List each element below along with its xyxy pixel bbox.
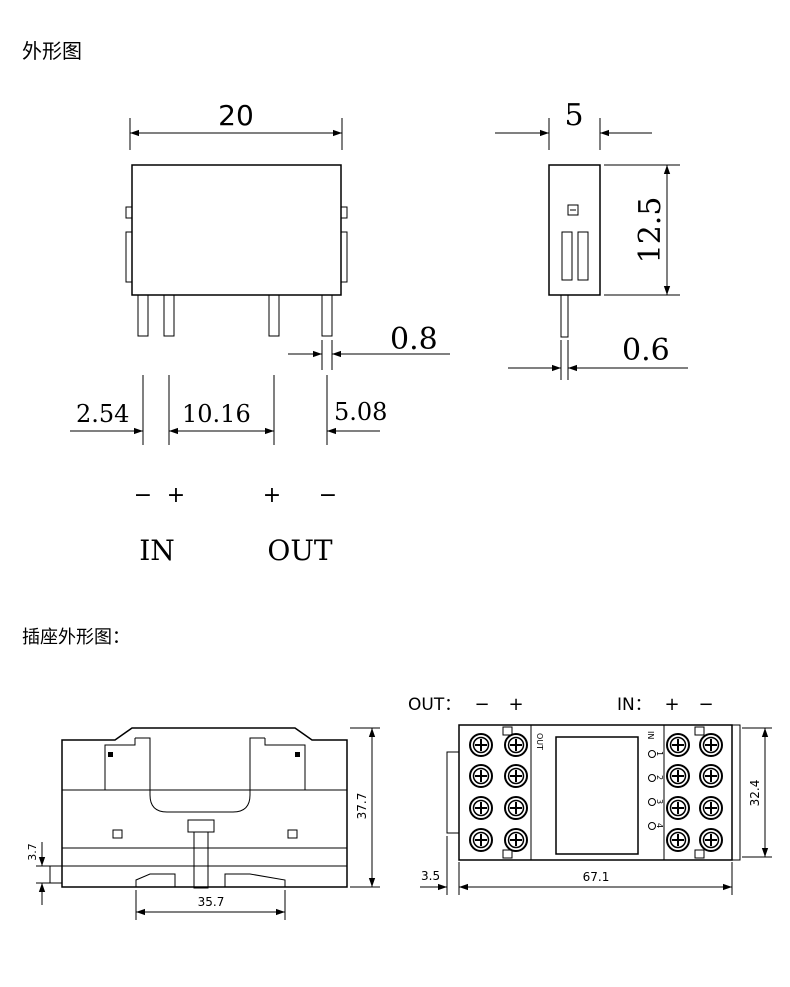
board-out-text: OUT (535, 733, 544, 750)
socket-out-label: OUT： (408, 695, 461, 715)
pitch-b-label: 10.16 (182, 400, 251, 428)
socket-side-view: 37.7 35.7 3.7 (26, 727, 380, 920)
in-group-label: IN (139, 534, 175, 567)
socket-out-pin-plus: + (508, 694, 523, 715)
socket-out-pin-minus: − (474, 694, 489, 715)
socket-in-pin-minus: − (698, 694, 713, 715)
socket-top-height-dim-label: 32.4 (748, 780, 762, 807)
socket-in-label: IN： (617, 695, 652, 715)
socket-top-view: OUT： − + IN： + − OUT IN 1 2 3 4 (408, 694, 772, 895)
pin-polarity-4: − (319, 483, 337, 508)
pitch-a-label: 2.54 (76, 400, 129, 428)
height-dim-label: 12.5 (633, 197, 668, 264)
out-group-label: OUT (267, 534, 333, 567)
step-height-dim-label: 3.7 (26, 843, 39, 861)
pin-width-dim-label: 0.8 (390, 322, 438, 357)
relay-front-view: 20 0.8 2.54 10.16 5.08 − + + − IN OUT (70, 99, 450, 567)
outline-title: 外形图 (22, 39, 82, 63)
socket-in-pin-plus: + (664, 694, 679, 715)
pin-polarity-2: + (167, 483, 185, 508)
socket-title: 插座外形图： (22, 627, 130, 648)
slot-number-3: 3 (655, 799, 664, 804)
thickness-dim-label: 5 (564, 98, 583, 133)
pin-polarity-3: + (263, 483, 281, 508)
rail-width-dim-label: 35.7 (198, 895, 225, 909)
pin-polarity-1: − (134, 483, 152, 508)
socket-height-dim-label: 37.7 (355, 793, 369, 820)
relay-side-view: 5 12.5 0.6 (495, 98, 688, 380)
pin-thickness-dim-label: 0.6 (622, 333, 670, 368)
socket-top-width-dim-label: 67.1 (583, 870, 610, 884)
width-dim-label: 20 (218, 99, 254, 132)
slot-number-1: 1 (655, 751, 664, 756)
slot-number-4: 4 (655, 823, 664, 828)
pitch-c-label: 5.08 (334, 398, 387, 426)
socket-top-offset-dim-label: 3.5 (421, 869, 440, 883)
slot-number-2: 2 (655, 775, 664, 780)
board-in-text: IN (646, 731, 655, 739)
terminal-grid (469, 733, 723, 852)
